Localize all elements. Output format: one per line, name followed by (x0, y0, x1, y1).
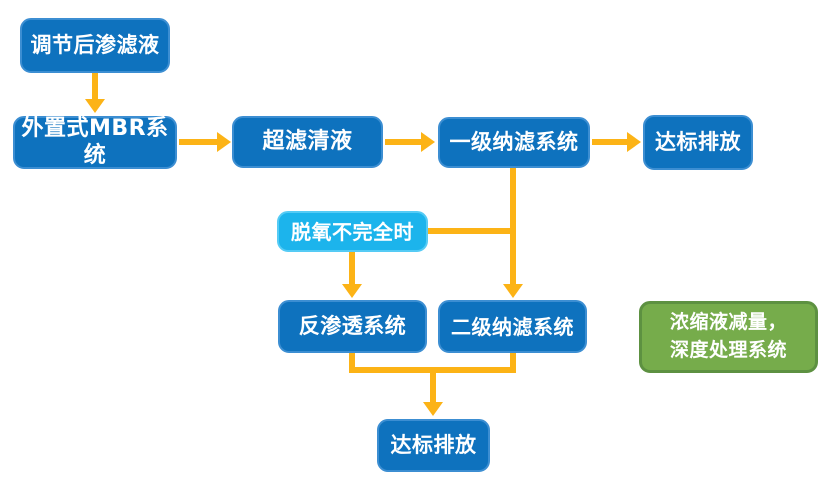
note-line-2: 深度处理系统 (669, 339, 787, 361)
edge-nf1-to-discharge-arrowhead-icon (627, 132, 641, 152)
node-label: 外置式MBR系统 (21, 116, 169, 168)
node-nf-stage1-system: 一级纳滤系统 (438, 117, 590, 168)
node-label: 调节后渗滤液 (30, 32, 160, 57)
node-label: 达标排放 (655, 129, 741, 154)
edge-merge-to-discharge-arrowhead-icon (423, 402, 443, 416)
node-label: 超滤清液 (262, 128, 353, 154)
edge-nf1-to-nf2-line (510, 168, 516, 286)
node-deoxidation-incomplete: 脱氧不完全时 (277, 211, 428, 252)
note-line-1: 浓缩液减量， (669, 311, 787, 334)
edge-nf1-to-nf2-arrowhead-icon (503, 284, 523, 298)
node-nf-stage2-system: 二级纳滤系统 (438, 300, 587, 353)
node-label: 反渗透系统 (298, 313, 407, 338)
edge-uf-to-nf1-line (385, 139, 423, 145)
node-uf-permeate: 超滤清液 (232, 116, 383, 168)
edge-nf2-down-line (510, 353, 516, 373)
node-reverse-osmosis-system: 反渗透系统 (278, 300, 427, 353)
node-discharge-bottom: 达标排放 (377, 419, 490, 472)
node-discharge-top: 达标排放 (643, 115, 753, 170)
node-label: 二级纳滤系统 (451, 314, 574, 339)
node-label: 一级纳滤系统 (449, 129, 579, 154)
node-adjusted-leachate: 调节后渗滤液 (20, 18, 170, 73)
edge-ro-down-line (349, 353, 355, 373)
node-concentrate-reduction-note: 浓缩液减量， 深度处理系统 (639, 301, 818, 373)
node-label: 脱氧不完全时 (291, 219, 414, 244)
edge-deoxy-to-nf2-line (428, 228, 516, 234)
edge-nf1-to-discharge-line (592, 139, 629, 145)
edge-deoxy-to-ro-line (349, 252, 355, 286)
node-label: 达标排放 (390, 432, 477, 457)
edge-mbr-to-uf-arrowhead-icon (217, 132, 231, 152)
edge-mbr-to-uf-line (179, 139, 219, 145)
edge-deoxy-to-ro-arrowhead-icon (342, 284, 362, 298)
edge-adjusted-to-mbr-line (92, 73, 98, 101)
edge-merge-to-discharge-line (430, 367, 436, 403)
node-external-mbr-system: 外置式MBR系统 (13, 116, 177, 169)
edge-adjusted-to-mbr-arrowhead-icon (85, 99, 105, 113)
edge-uf-to-nf1-arrowhead-icon (421, 132, 435, 152)
